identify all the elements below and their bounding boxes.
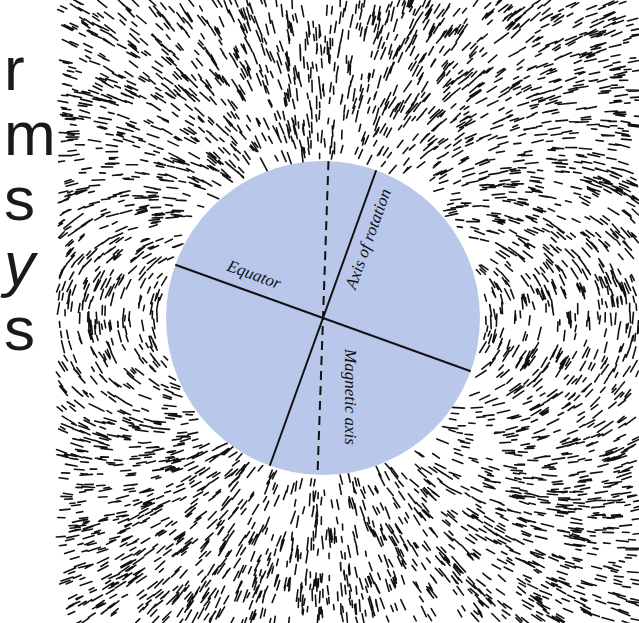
slide-letter: r [2, 38, 27, 100]
axis-lines [166, 161, 480, 475]
slide-letter: m [2, 103, 58, 165]
earth-disc: EquatorAxis of rotationMagnetic axis [166, 161, 480, 475]
slide-letter: y [2, 233, 37, 295]
slide-letter: s [2, 168, 37, 230]
slide-letter: s [2, 298, 37, 360]
equator-label: Equator [225, 257, 284, 293]
filings-strokes [56, 0, 639, 623]
equator-line [175, 265, 470, 371]
magnetic-axis-label: Magnetic axis [341, 349, 359, 445]
